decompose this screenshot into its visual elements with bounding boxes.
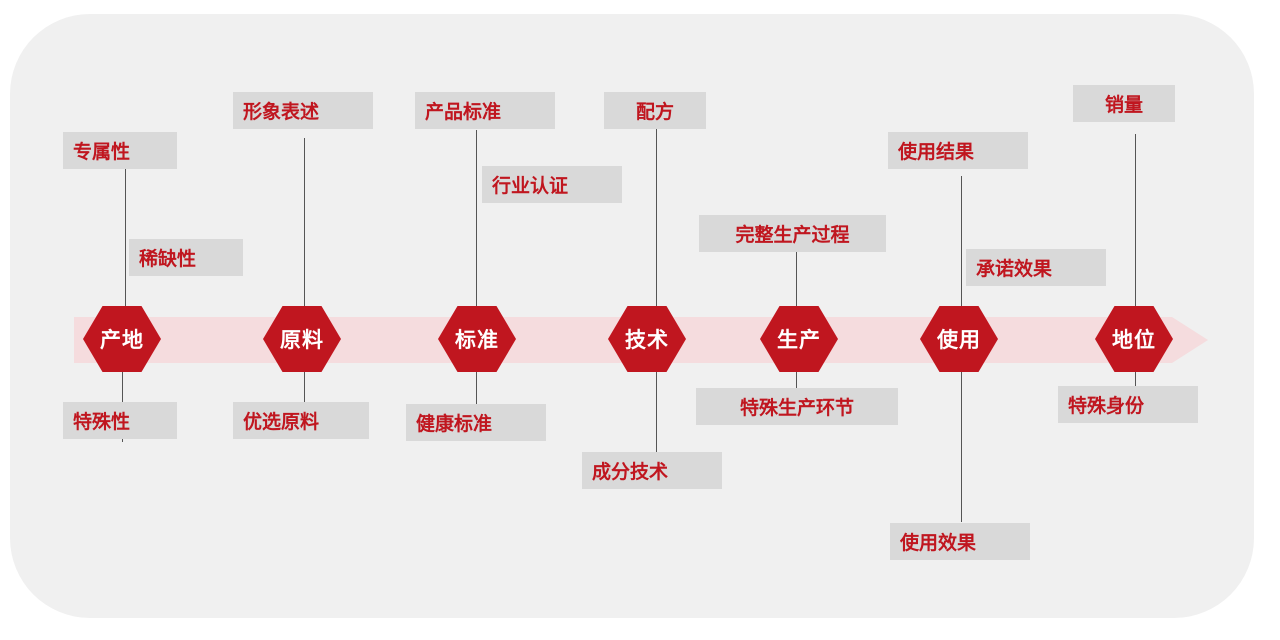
connector-line	[1135, 372, 1136, 386]
tag-xiquexing: 稀缺性	[129, 239, 243, 276]
tag-youxuanyuanliao: 优选原料	[233, 402, 369, 439]
stage-chandi: 产地	[83, 306, 161, 372]
tag-xiaoliang: 销量	[1073, 85, 1175, 122]
tag-chengnuoxiaoguo: 承诺效果	[966, 249, 1106, 286]
connector-line	[476, 130, 477, 306]
connector-line	[796, 252, 797, 306]
connector-line	[796, 372, 797, 388]
tag-teshuxing: 特殊性	[63, 402, 177, 439]
connector-line	[1135, 134, 1136, 306]
stage-shengchan: 生产	[760, 306, 838, 372]
connector-line	[476, 372, 477, 404]
connector-line	[961, 176, 962, 306]
connector-line	[656, 128, 657, 306]
stage-shiyong: 使用	[920, 306, 998, 372]
tag-shiyongjieguo: 使用结果	[888, 132, 1028, 169]
connector-line	[304, 372, 305, 402]
connector-line	[961, 372, 962, 522]
tag-chanpinbiaozhun: 产品标准	[415, 92, 555, 129]
stage-yuanliao: 原料	[263, 306, 341, 372]
connector-line	[304, 138, 305, 306]
tag-peifang: 配方	[604, 92, 706, 129]
stage-jishu: 技术	[608, 306, 686, 372]
connector-line	[656, 372, 657, 452]
tag-jiankangbiaozhun: 健康标准	[406, 404, 546, 441]
stage-biaozhun: 标准	[438, 306, 516, 372]
timeline-arrow-head	[1172, 317, 1208, 363]
tag-hangyerenzheng: 行业认证	[482, 166, 622, 203]
tag-chengfenjishu: 成分技术	[582, 452, 722, 489]
tag-zhuanshuxing: 专属性	[63, 132, 177, 169]
tag-shiyongxiaoguo: 使用效果	[890, 523, 1030, 560]
tag-wanzhengshengchan: 完整生产过程	[699, 215, 886, 252]
connector-line	[125, 168, 126, 306]
tag-xingxiangbiaoshu: 形象表述	[233, 92, 373, 129]
tag-teshushengchan: 特殊生产环节	[696, 388, 898, 425]
tag-teshushenfen: 特殊身份	[1058, 386, 1198, 423]
stage-diwei: 地位	[1095, 306, 1173, 372]
